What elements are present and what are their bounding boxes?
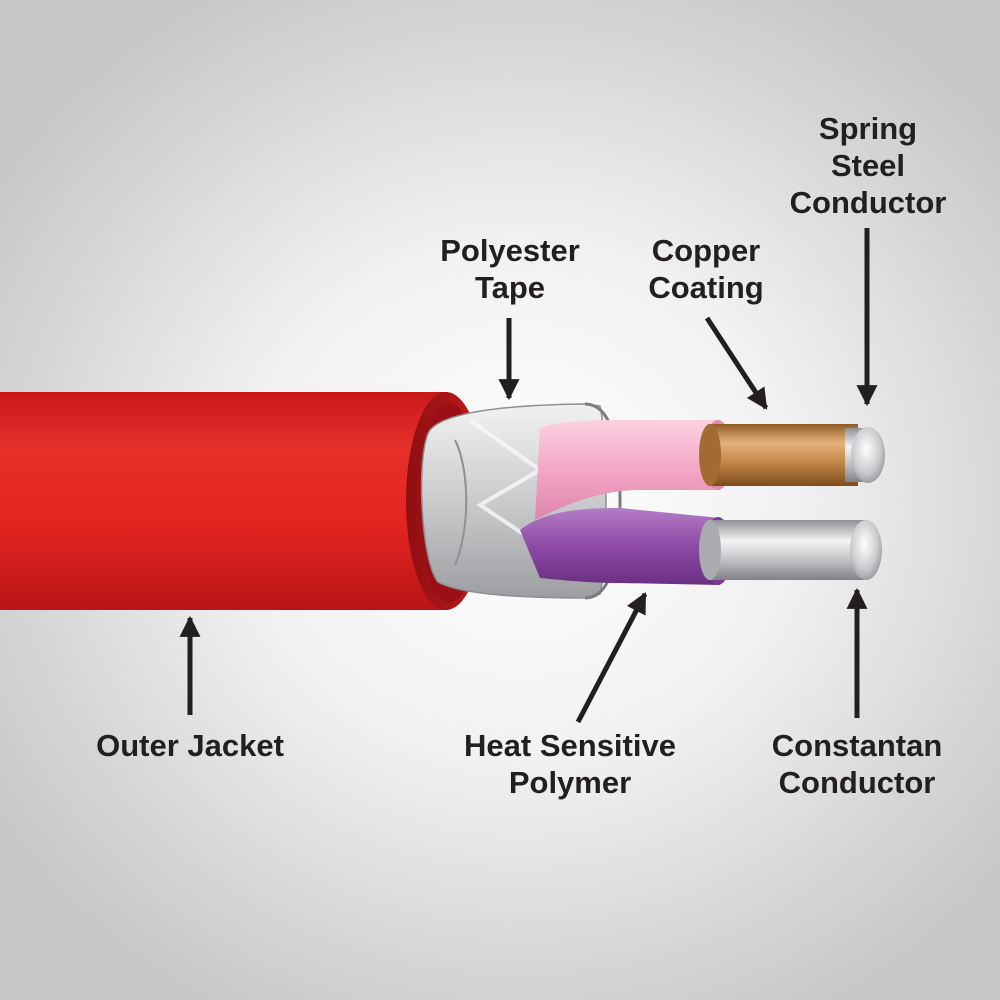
spring-steel-conductor-shape [845, 427, 885, 483]
arrow-heat-sensitive-polymer [575, 592, 648, 724]
spring-steel-conductor-label: Spring Steel Conductor [789, 111, 947, 220]
outer-jacket-label: Outer Jacket [96, 728, 284, 763]
copper-coating-shape [699, 424, 858, 486]
arrow-copper-coating [704, 316, 769, 410]
constantan-conductor-shape [699, 520, 882, 580]
polyester-tape-label: Polyester Tape [440, 233, 580, 305]
pointer-arrows [179, 228, 878, 724]
heat-sensitive-polymer-label: Heat Sensitive Polymer [464, 728, 676, 800]
outer-jacket-shape [0, 392, 486, 610]
constantan-conductor-label: Constantan Conductor [771, 728, 943, 800]
copper-coating-label: Copper Coating [648, 233, 764, 305]
